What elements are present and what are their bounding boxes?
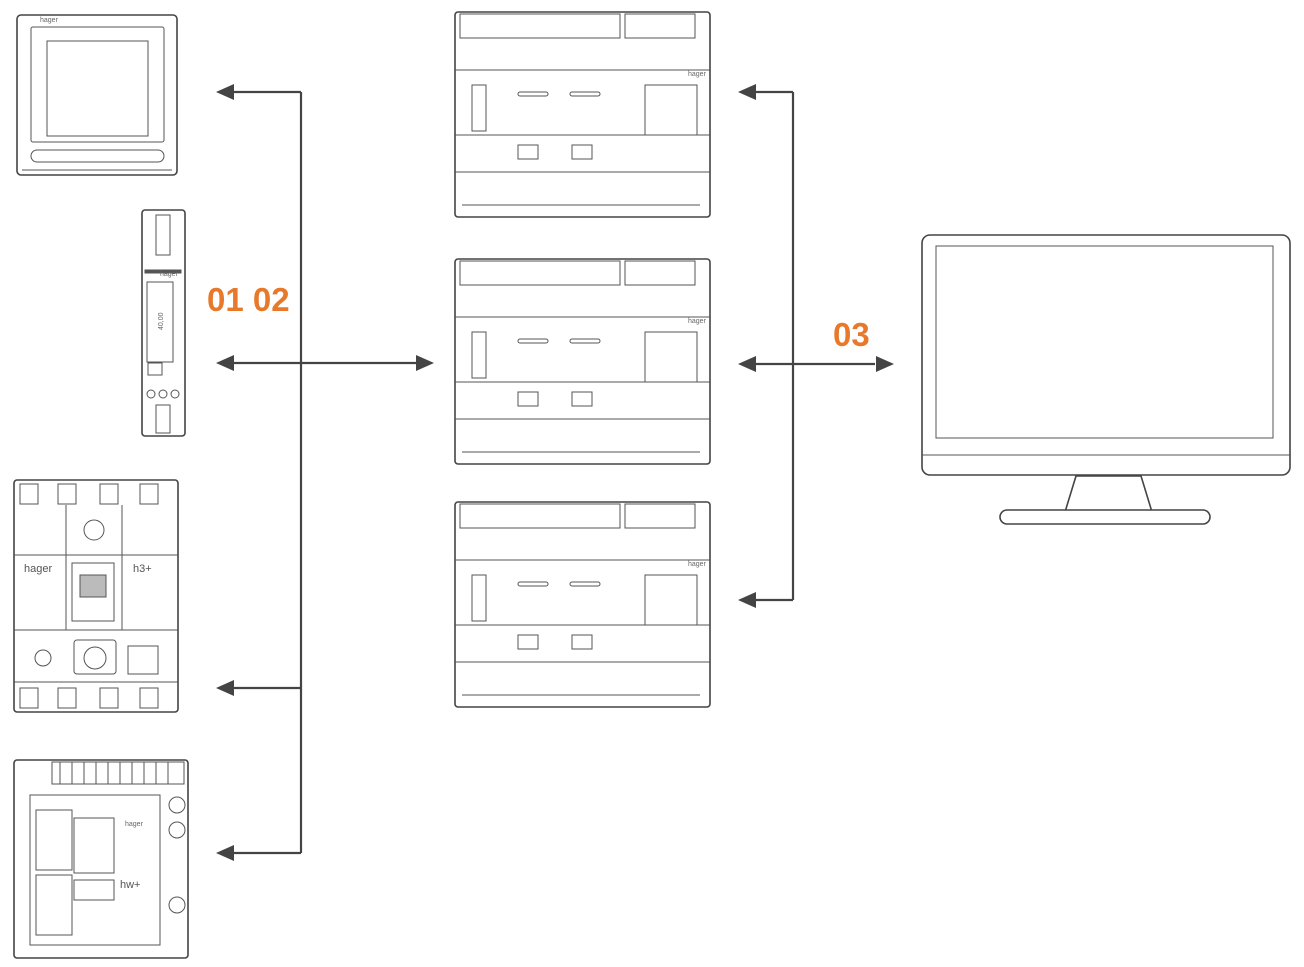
arrowhead-to-gateway xyxy=(416,355,434,371)
gateway-2-brand-text: hager xyxy=(688,318,707,325)
step-label-03: 03 xyxy=(833,316,870,353)
arrowhead-to-power-meter xyxy=(216,84,234,100)
step-label-01-02: 01 02 xyxy=(207,281,290,318)
left-bus-connector xyxy=(232,90,418,855)
gateway-module-2: hager xyxy=(454,258,711,465)
arrowhead-to-h3-breaker xyxy=(216,680,234,696)
gateway-module-1: hager xyxy=(454,11,711,218)
arrowhead-to-monitor xyxy=(876,356,894,372)
hw-series-text: hw+ xyxy=(120,879,141,891)
monitor-device xyxy=(921,234,1291,525)
din-brand-text: hager xyxy=(160,271,179,278)
gateway-module-3: hager xyxy=(454,501,711,708)
arrowhead-to-hw-breaker xyxy=(216,845,234,861)
arrowhead-to-din-meter xyxy=(216,355,234,371)
h3-brand-text: hager xyxy=(24,563,52,575)
meter-brand-text: hager xyxy=(40,17,59,24)
gateway-1-brand-text: hager xyxy=(688,71,707,78)
right-bus-connector xyxy=(755,90,875,602)
din-energy-meter-device: 40,00 hager xyxy=(141,209,186,437)
hw-air-circuit-breaker-device: hw+ hager xyxy=(13,759,189,959)
arrowhead-to-gateway-2 xyxy=(738,356,756,372)
gateway-3-brand-text: hager xyxy=(688,561,707,568)
h3-circuit-breaker-device: hager h3+ xyxy=(13,479,179,713)
h3-series-text: h3+ xyxy=(133,563,152,575)
power-meter-display-device: hager xyxy=(16,14,178,176)
meter-reading-text: 40,00 xyxy=(158,312,165,330)
arrowhead-to-gateway-3 xyxy=(738,592,756,608)
arrowhead-to-gateway-1 xyxy=(738,84,756,100)
hw-brand-text: hager xyxy=(125,821,144,828)
